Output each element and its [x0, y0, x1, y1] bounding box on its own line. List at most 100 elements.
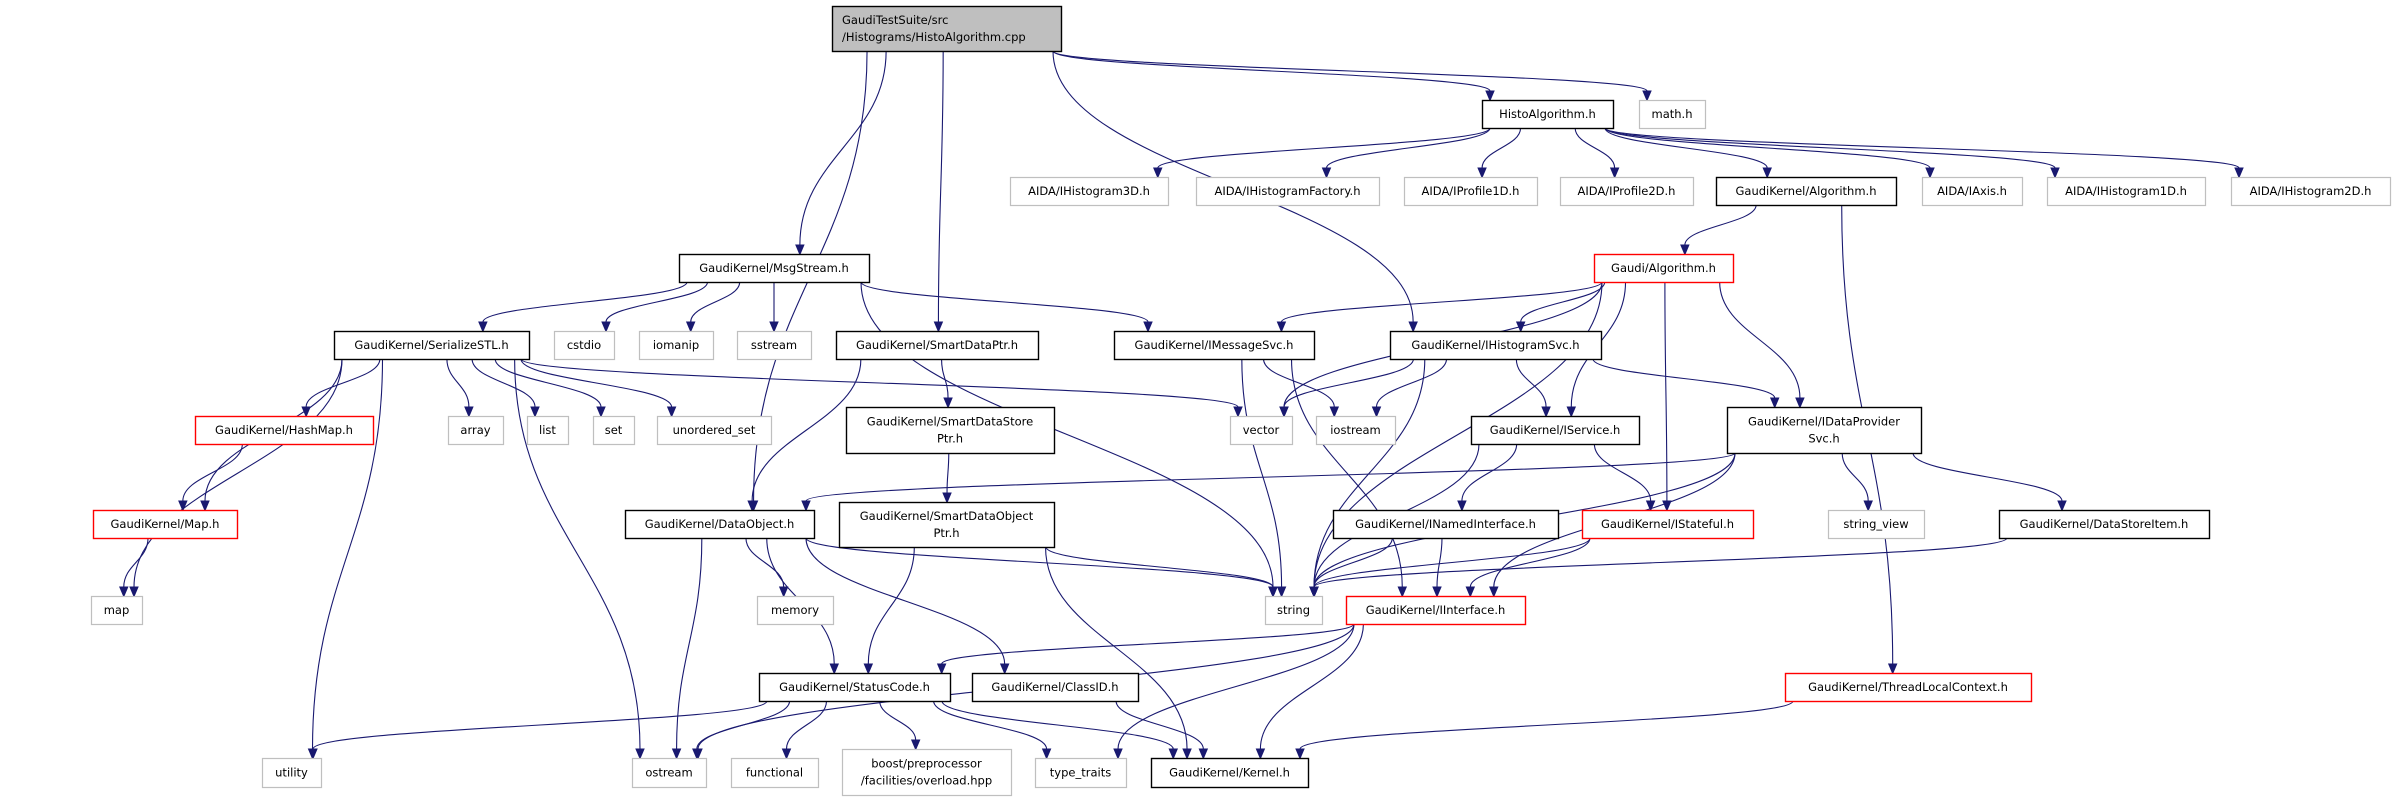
edge-histoalg-to-iaxis — [1604, 127, 1931, 169]
node-serstl[interactable]: GaudiKernel/SerializeSTL.h — [333, 330, 531, 361]
node-label: HistoAlgorithm.h — [1499, 107, 1596, 121]
node-ih2d[interactable]: AIDA/IHistogram2D.h — [2230, 176, 2392, 207]
node-label: /Histograms/HistoAlgorithm.cpp — [842, 30, 1026, 44]
node-map[interactable]: map — [90, 595, 144, 626]
node-hashmap[interactable]: GaudiKernel/HashMap.h — [194, 415, 375, 446]
edge-sdptr-to-sdsptr — [941, 358, 949, 399]
node-label: GaudiKernel/IMessageSvc.h — [1135, 338, 1294, 352]
node-boost[interactable]: boost/preprocessor/facilities/overload.h… — [841, 748, 1013, 797]
edge-hashmap-to-mapgk — [182, 443, 243, 502]
node-gkalg[interactable]: GaudiKernel/Algorithm.h — [1715, 176, 1898, 207]
node-imsgsvc[interactable]: GaudiKernel/IMessageSvc.h — [1113, 330, 1316, 361]
node-label: AIDA/IHistogram2D.h — [2250, 184, 2372, 198]
node-strview[interactable]: string_view — [1827, 509, 1926, 540]
node-uset[interactable]: unordered_set — [656, 415, 773, 446]
edge-dataobj-to-string — [805, 537, 1274, 588]
node-memory[interactable]: memory — [756, 595, 835, 626]
node-string[interactable]: string — [1264, 595, 1324, 626]
node-iostream[interactable]: iostream — [1315, 415, 1397, 446]
node-label: cstdio — [567, 338, 601, 352]
node-list[interactable]: list — [526, 415, 570, 446]
node-label: GaudiKernel/SmartDataObject — [860, 509, 1034, 523]
node-iomanip[interactable]: iomanip — [638, 330, 715, 361]
node-iservice[interactable]: GaudiKernel/IService.h — [1470, 415, 1641, 446]
node-msgstream[interactable]: GaudiKernel/MsgStream.h — [678, 253, 871, 284]
node-ihfac[interactable]: AIDA/IHistogramFactory.h — [1195, 176, 1381, 207]
edge-root-to-math — [1052, 50, 1648, 92]
node-ostream[interactable]: ostream — [631, 757, 708, 789]
arrowhead-idps-to-dsitem — [2057, 500, 2067, 512]
node-ih1d[interactable]: AIDA/IHistogram1D.h — [2046, 176, 2207, 207]
node-label: math.h — [1652, 107, 1693, 121]
edge-statuscode-to-kernel — [941, 700, 1174, 750]
node-classid[interactable]: GaudiKernel/ClassID.h — [971, 672, 1140, 703]
edge-classid-to-kernel — [1115, 700, 1204, 750]
node-sstream[interactable]: sstream — [736, 330, 813, 361]
arrowhead-msgstream-to-serstl — [478, 321, 488, 333]
node-label: AIDA/IProfile2D.h — [1578, 184, 1676, 198]
node-label: GaudiKernel/DataStoreItem.h — [2020, 517, 2189, 531]
node-math[interactable]: math.h — [1638, 99, 1707, 130]
node-box — [758, 672, 952, 703]
node-sdptr[interactable]: GaudiKernel/SmartDataPtr.h — [835, 330, 1040, 361]
node-iaxis[interactable]: AIDA/IAxis.h — [1921, 176, 2024, 207]
node-dsitem[interactable]: GaudiKernel/DataStoreItem.h — [1998, 509, 2211, 540]
arrowhead-dataobj-to-classid — [999, 663, 1010, 675]
edge-imsgsvc-to-string — [1241, 358, 1283, 588]
edge-tlc-to-kernel — [1299, 700, 1794, 750]
node-utility[interactable]: utility — [261, 757, 323, 789]
edge-statuscode-to-boost — [879, 700, 917, 741]
node-label: GaudiKernel/IService.h — [1490, 423, 1621, 437]
arrowhead-histoalg-to-iaxis — [1925, 167, 1935, 179]
node-set[interactable]: set — [592, 415, 636, 446]
arrowhead-serstl-to-list — [530, 406, 540, 418]
arrowhead-msgstream-to-imsgsvc — [1143, 321, 1153, 333]
node-box — [1593, 253, 1735, 284]
node-ip2d[interactable]: AIDA/IProfile2D.h — [1559, 176, 1695, 207]
node-label: Svc.h — [1808, 432, 1839, 446]
edge-ihistsvc-to-iostream — [1375, 358, 1448, 408]
node-dataobj[interactable]: GaudiKernel/DataObject.h — [624, 509, 816, 540]
edge-dataobj-to-ostream — [676, 537, 703, 750]
node-ip1d[interactable]: AIDA/IProfile1D.h — [1403, 176, 1539, 207]
node-box — [1638, 99, 1707, 130]
node-root[interactable]: GaudiTestSuite/src/Histograms/HistoAlgor… — [831, 5, 1063, 53]
node-array[interactable]: array — [447, 415, 505, 446]
node-kernel[interactable]: GaudiKernel/Kernel.h — [1150, 757, 1310, 789]
arrowhead-serstl-to-vector — [1233, 406, 1243, 418]
edge-dataobj-to-classid — [805, 537, 1006, 665]
node-box — [261, 757, 323, 789]
arrowhead-ihistsvc-to-vector — [1279, 406, 1289, 418]
edge-statuscode-to-typetraits — [933, 700, 1048, 750]
arrowhead-iservice-to-inamed — [1457, 500, 1467, 512]
node-histoalg[interactable]: HistoAlgorithm.h — [1481, 99, 1615, 130]
node-box — [656, 415, 773, 446]
edge-histoalg-to-ihfac — [1325, 127, 1491, 169]
arrowhead-tlc-to-kernel — [1295, 748, 1305, 760]
node-galg[interactable]: Gaudi/Algorithm.h — [1593, 253, 1735, 284]
node-box — [1229, 415, 1294, 446]
node-cstdio[interactable]: cstdio — [553, 330, 616, 361]
node-box — [831, 5, 1063, 53]
arrowhead-root-to-msgstream — [795, 244, 805, 256]
node-ih3d[interactable]: AIDA/IHistogram3D.h — [1009, 176, 1170, 207]
arrowhead-serstl-to-set — [596, 406, 606, 418]
node-functional[interactable]: functional — [730, 757, 820, 789]
node-iinterface[interactable]: GaudiKernel/IInterface.h — [1345, 595, 1527, 626]
node-vector[interactable]: vector — [1229, 415, 1294, 446]
arrowhead-iservice-to-istateful — [1645, 500, 1656, 512]
node-mapgk[interactable]: GaudiKernel/Map.h — [92, 509, 239, 540]
node-tlc[interactable]: GaudiKernel/ThreadLocalContext.h — [1784, 672, 2033, 703]
node-box — [2230, 176, 2392, 207]
arrowhead-dataobj-to-statuscode — [829, 663, 840, 675]
node-istateful[interactable]: GaudiKernel/IStateful.h — [1581, 509, 1755, 540]
node-ihistsvc[interactable]: GaudiKernel/IHistogramSvc.h — [1389, 330, 1603, 361]
node-inamed[interactable]: GaudiKernel/INamedInterface.h — [1332, 509, 1560, 540]
node-statuscode[interactable]: GaudiKernel/StatusCode.h — [758, 672, 952, 703]
node-box — [90, 595, 144, 626]
node-typetraits[interactable]: type_traits — [1034, 757, 1128, 789]
node-label: utility — [275, 766, 308, 780]
